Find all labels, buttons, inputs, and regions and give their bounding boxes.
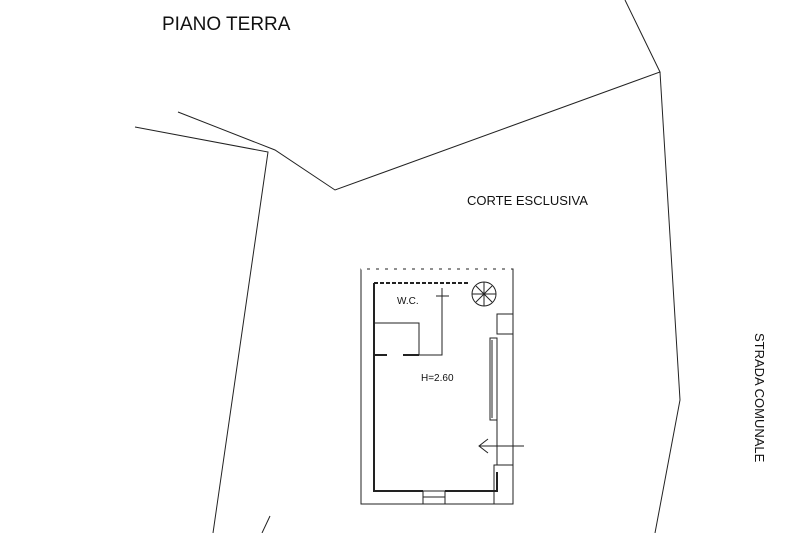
boundary-lines [134, 0, 681, 533]
ceiling-height-label: H=2.60 [421, 373, 454, 384]
wc-label: W.C. [397, 296, 419, 307]
road-label: STRADA COMUNALE [752, 333, 767, 463]
courtyard-label: CORTE ESCLUSIVA [467, 193, 588, 208]
building [360, 268, 514, 505]
entrance-arrow-icon [478, 438, 524, 454]
page-title: PIANO TERRA [162, 14, 291, 35]
